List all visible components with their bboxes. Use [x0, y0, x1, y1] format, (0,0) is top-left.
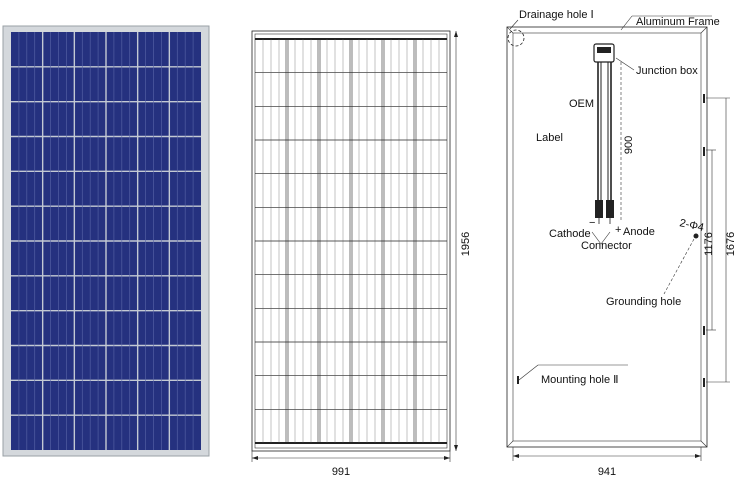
rear-frame-outer: [506, 26, 708, 448]
rear-frame-corner-tl: [506, 26, 514, 34]
plus-sign: +: [615, 224, 621, 236]
junction-box-label: Junction box: [636, 65, 698, 77]
mounting-slot-3: [703, 326, 705, 335]
rear-frame-corner-bl: [506, 440, 514, 448]
label-label: Label: [536, 132, 563, 144]
back-height-arrow-top: [454, 31, 458, 37]
back-view: 991 1956: [251, 30, 472, 478]
cathode-label: Cathode: [549, 228, 591, 240]
rear-frame-corner-br: [700, 440, 708, 448]
front-cell-grid: [11, 32, 201, 450]
mounting-slot-2: [703, 147, 705, 156]
mounting-slot-4: [703, 378, 705, 387]
drainage-hole-marker: [507, 29, 525, 47]
drainage-hole-label: Drainage hole Ⅰ: [519, 9, 594, 21]
mounting-spacing-inner: 1176: [703, 232, 715, 256]
mounting-slots-right: [703, 94, 705, 387]
connector-left: [595, 200, 603, 218]
back-frame-outer: [251, 30, 451, 452]
back-width-arrow-right: [444, 456, 450, 460]
cable-length-dimension: 900: [623, 136, 635, 154]
grounding-hole-leader: [663, 238, 695, 295]
dim-941-arrow-right: [695, 454, 701, 458]
rear-view: Drainage hole Ⅰ Aluminum Frame Junction …: [506, 9, 737, 478]
drainage-hole-leader: [509, 19, 519, 30]
connector-label: Connector: [581, 240, 632, 252]
mounting-hole-label: Mounting hole Ⅱ: [541, 374, 619, 386]
mounting-hole-leader: [518, 364, 539, 381]
rear-frame-inner: [512, 32, 702, 442]
rear-frame-corner-tr: [700, 26, 708, 34]
junction-box-inner: [597, 47, 611, 53]
mounting-width: 941: [598, 466, 616, 478]
aluminum-frame-leader: [620, 15, 633, 31]
mounting-slot-1: [703, 94, 705, 103]
grounding-hole-marker: [693, 233, 699, 239]
junction-box-leader: [615, 57, 635, 71]
connector-right: [606, 200, 614, 218]
back-cell-grid: [255, 39, 447, 443]
connector-leader: [591, 231, 611, 245]
back-width-dimension: 991: [332, 466, 350, 478]
front-view: [2, 25, 210, 457]
grounding-hole-label: Grounding hole: [606, 296, 681, 308]
back-height-dimension: 1956: [460, 232, 472, 256]
anode-label: Anode: [623, 226, 655, 238]
hole-spec-label: 2-Φ4: [678, 217, 705, 234]
oem-label: OEM: [569, 98, 594, 110]
mounting-hole-left: [517, 376, 519, 384]
back-width-arrow-left: [252, 456, 258, 460]
aluminum-frame-label: Aluminum Frame: [636, 16, 720, 28]
dim-941-arrow-left: [513, 454, 519, 458]
minus-sign: −: [589, 217, 595, 229]
back-height-arrow-bottom: [454, 445, 458, 451]
mounting-spacing-outer: 1676: [725, 232, 737, 256]
